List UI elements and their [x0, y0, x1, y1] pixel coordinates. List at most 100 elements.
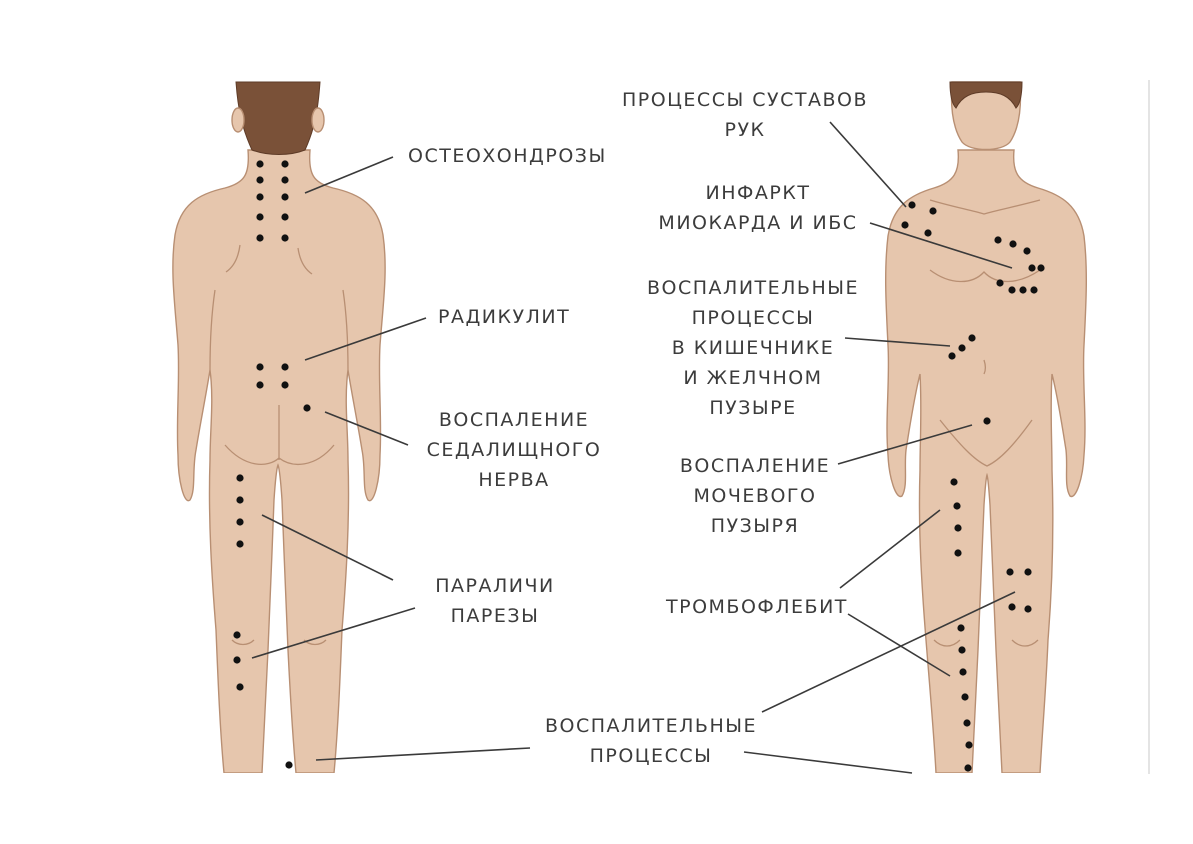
front-knee-right [1011, 639, 1039, 647]
label-bladder-line-3: ПУЗЫРЯ [710, 515, 800, 537]
marker-dot-thigh-2 [236, 496, 244, 504]
marker-dot-thigh-4 [236, 540, 244, 548]
marker-dot-neck-9 [256, 234, 264, 242]
marker-dot-front-shin-1 [957, 624, 965, 632]
marker-dot-foot-1 [285, 761, 293, 769]
back-ear-right [311, 107, 325, 133]
marker-dot-lower-back-2 [281, 363, 289, 371]
label-intestine-line-4: И ЖЕЛЧНОМ [683, 367, 823, 389]
label-intestine: ВОСПАЛИТЕЛЬНЫЕ ПРОЦЕССЫ В КИШЕЧНИКЕ И ЖЕ… [640, 273, 866, 423]
label-infarction-line-2: МИОКАРДА И ИБС [658, 212, 858, 234]
marker-dot-neck-5 [256, 193, 264, 201]
marker-dot-neck-4 [281, 176, 289, 184]
back-figure [172, 81, 386, 773]
marker-dot-intestine-3 [948, 352, 956, 360]
label-paralysis-line-2: ПАРЕЗЫ [450, 605, 540, 627]
label-sciatic-line-1: ВОСПАЛЕНИЕ [438, 409, 590, 431]
leader-line-arm-joints [829, 121, 907, 208]
back-shoulder-blade-right [297, 247, 313, 275]
marker-dot-neck-2 [281, 160, 289, 168]
label-inflammatory-processes: ВОСПАЛИТЕЛЬНЫЕ ПРОЦЕССЫ [536, 711, 766, 771]
label-infarction: ИНФАРКТ МИОКАРДА И ИБС [648, 178, 868, 238]
leader-line-inflammatory-left [315, 747, 531, 761]
marker-dot-arm-joints-4 [924, 229, 932, 237]
marker-dot-heart-9 [1030, 286, 1038, 294]
front-chest [929, 269, 1041, 283]
back-arm-crease-left [209, 289, 216, 371]
front-collarbones [929, 199, 1041, 215]
leader-line-paralysis-lower [251, 607, 416, 659]
front-body [885, 149, 1087, 773]
label-paralysis: ПАРАЛИЧИ ПАРЕЗЫ [425, 571, 565, 631]
leader-line-osteochondrosis [304, 156, 394, 194]
label-radiculitis-line: РАДИКУЛИТ [438, 306, 571, 328]
marker-dot-neck-8 [281, 213, 289, 221]
leader-line-paralysis-upper [261, 514, 394, 581]
leader-line-inflammatory-knee [761, 591, 1016, 713]
leader-line-thrombophlebitis-down [847, 613, 951, 677]
label-intestine-line-3: В КИШЕЧНИКЕ [671, 337, 835, 359]
leader-line-inflammatory-right [743, 751, 913, 774]
label-arm-joints: ПРОЦЕССЫ СУСТАВОВ РУК [615, 85, 875, 145]
back-buttock-line [224, 405, 335, 465]
front-face [950, 81, 1022, 151]
label-intestine-line-5: ПУЗЫРЕ [709, 397, 797, 419]
label-infarction-line-1: ИНФАРКТ [705, 182, 811, 204]
marker-dot-intestine-1 [968, 334, 976, 342]
leader-line-bladder [837, 424, 973, 465]
marker-dot-neck-3 [256, 176, 264, 184]
leader-line-sciatic [324, 411, 409, 446]
label-inflammatory-line-2: ПРОЦЕССЫ [589, 745, 713, 767]
marker-dot-neck-7 [256, 213, 264, 221]
marker-dot-lower-back-1 [256, 363, 264, 371]
marker-dot-front-shin-3 [959, 668, 967, 676]
marker-dot-heart-2 [1009, 240, 1017, 248]
marker-dot-front-shin-6 [965, 741, 973, 749]
marker-dot-knee-1 [1006, 568, 1014, 576]
leader-line-infarction [869, 222, 1013, 269]
marker-dot-calf-1 [233, 631, 241, 639]
marker-dot-thigh-1 [236, 474, 244, 482]
front-hip-line [939, 419, 1033, 467]
back-body [172, 149, 386, 773]
front-figure [885, 81, 1087, 773]
marker-dot-bladder-1 [983, 417, 991, 425]
marker-dot-calf-2 [233, 656, 241, 664]
leader-line-thrombophlebitis-up [839, 509, 941, 589]
marker-dot-heart-5 [1028, 264, 1036, 272]
marker-dot-calf-3 [236, 683, 244, 691]
marker-dot-neck-10 [281, 234, 289, 242]
marker-dot-heart-4 [1037, 264, 1045, 272]
marker-dot-lower-back-3 [256, 381, 264, 389]
marker-dot-knee-3 [1008, 603, 1016, 611]
label-bladder: ВОСПАЛЕНИЕ МОЧЕВОГО ПУЗЫРЯ [660, 451, 850, 541]
marker-dot-front-thigh-2 [953, 502, 961, 510]
marker-dot-thigh-3 [236, 518, 244, 526]
marker-dot-lower-back-5 [303, 404, 311, 412]
image-edge [1148, 80, 1150, 774]
marker-dot-intestine-2 [958, 344, 966, 352]
marker-dot-front-shin-7 [964, 764, 972, 772]
marker-dot-neck-6 [281, 193, 289, 201]
label-intestine-line-1: ВОСПАЛИТЕЛЬНЫЕ [646, 277, 860, 299]
back-knee-left [231, 639, 255, 646]
label-sciatic-line-2: СЕДАЛИЩНОГО [426, 439, 602, 461]
marker-dot-neck-1 [256, 160, 264, 168]
marker-dot-arm-joints-1 [908, 201, 916, 209]
marker-dot-arm-joints-2 [929, 207, 937, 215]
front-hair [949, 81, 1023, 109]
back-shoulder-blade-left [225, 244, 241, 273]
label-osteochondrosis-line: ОСТЕОХОНДРОЗЫ [408, 145, 607, 167]
back-arm-crease-right [342, 289, 349, 371]
marker-dot-front-thigh-4 [954, 549, 962, 557]
label-sciatic-line-3: НЕРВА [478, 469, 550, 491]
marker-dot-arm-joints-3 [901, 221, 909, 229]
marker-dot-knee-2 [1024, 568, 1032, 576]
label-arm-joints-line-2: РУК [724, 119, 766, 141]
marker-dot-front-thigh-1 [950, 478, 958, 486]
marker-dot-front-shin-2 [958, 646, 966, 654]
marker-dot-front-shin-4 [961, 693, 969, 701]
